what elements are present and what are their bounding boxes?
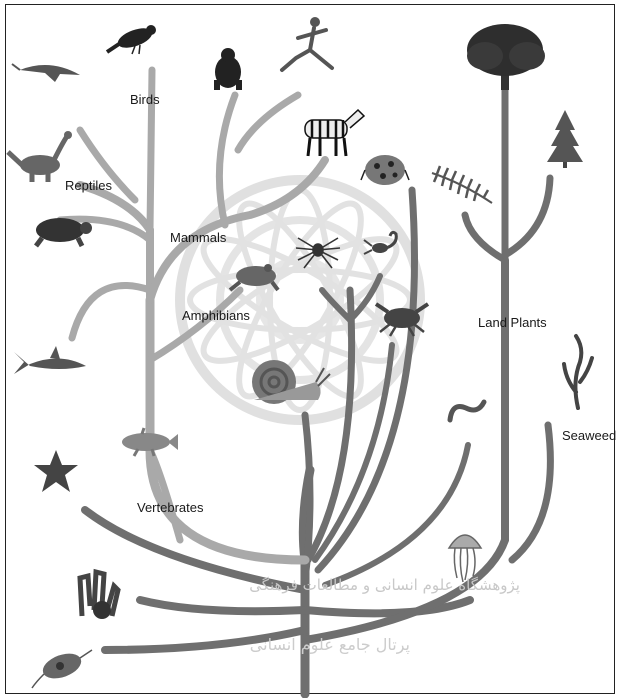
watermark-line-1: پژوهشگاه علوم انسانی و مطالعات فرهنگی [249, 576, 520, 595]
running-human-icon [282, 17, 332, 70]
zebra-icon [305, 110, 364, 156]
label-seaweed: Seaweed [562, 428, 616, 443]
dinosaur-icon [8, 131, 72, 182]
branch-sharks [72, 285, 150, 338]
oak-tree-icon [467, 24, 545, 90]
label-reptiles: Reptiles [65, 178, 112, 193]
ladybug-icon [361, 155, 409, 185]
label-birds: Birds [130, 92, 160, 107]
label-amphibians: Amphibians [182, 308, 250, 323]
label-mammals: Mammals [170, 230, 227, 245]
branch-human [238, 95, 298, 150]
branch-seaweed [512, 425, 550, 560]
fern-icon [432, 166, 492, 203]
gorilla-icon [214, 48, 242, 90]
watermark-line-2: پرتال جامع علوم انسانی [250, 635, 410, 655]
protist-icon [32, 649, 92, 688]
starfish-icon [34, 450, 78, 492]
sponge-icon [80, 572, 118, 619]
branch-sponges [140, 600, 305, 611]
branch-reptiles [80, 185, 150, 300]
label-land-plants: Land Plants [478, 315, 547, 330]
shark-icon [14, 346, 86, 374]
seaweed-icon [564, 336, 592, 408]
branch-worms [325, 445, 468, 585]
worm-icon [450, 402, 484, 420]
fir-tree-icon [547, 110, 583, 168]
pterosaur-icon [12, 64, 80, 82]
label-vertebrates: Vertebrates [137, 500, 204, 515]
crow-icon [107, 24, 156, 54]
branch-conifer [505, 178, 550, 255]
branch-fern [465, 215, 505, 260]
